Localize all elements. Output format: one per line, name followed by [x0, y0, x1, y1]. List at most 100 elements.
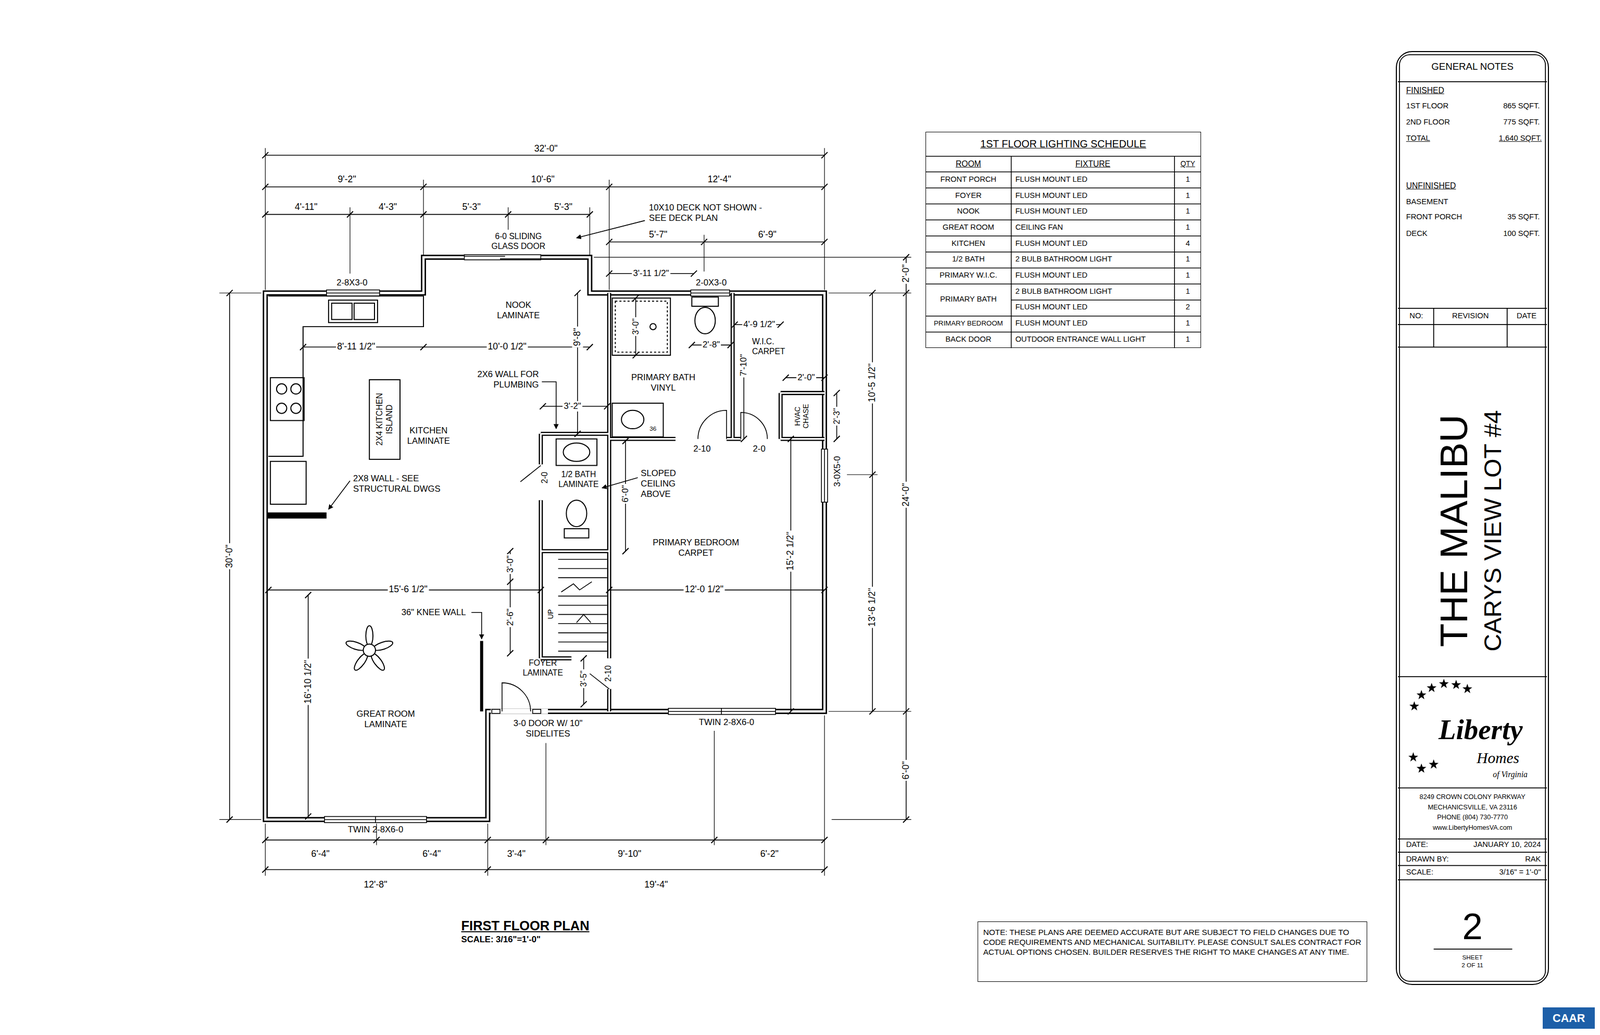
plan-label: 9'-8"	[571, 326, 583, 348]
extension-lines-part	[593, 257, 911, 820]
kitchen-fixtures	[268, 295, 424, 505]
schedule-cell: FIXTURE	[1075, 159, 1111, 170]
schedule-cell: FOYER	[955, 191, 982, 201]
plan-label: 6'-0"	[620, 483, 631, 504]
schedule-cell: NOOK	[957, 206, 980, 217]
plan-label: 5'-3"	[553, 201, 574, 213]
windows-and-doors-part	[326, 292, 380, 294]
plan-label: 2-0	[540, 470, 550, 485]
bath-fixtures-part	[621, 410, 644, 429]
title-block-text: DATE:	[1406, 840, 1429, 850]
plan-label: 5'-3"	[460, 201, 482, 213]
title-block-text: BASEMENT	[1406, 197, 1449, 207]
stair-part	[576, 614, 591, 623]
title-block-text: DECK	[1406, 229, 1428, 239]
windows-and-doors-part	[668, 708, 776, 715]
exterior-walls-part	[265, 257, 825, 820]
plan-label: PRIMARY BATH VINYL	[627, 372, 699, 394]
kitchen-fixtures-part	[270, 461, 307, 505]
logo-stars-part	[1416, 763, 1427, 773]
plan-label: 15'-6 1/2"	[387, 584, 429, 596]
plan-label: 9'-2"	[336, 173, 358, 185]
schedule-cell: QTY	[1180, 159, 1195, 169]
stair	[558, 559, 608, 652]
dimension-lines-part	[790, 439, 792, 712]
title-block-text: 1ST FLOOR	[1406, 101, 1449, 111]
dimension-lines-part	[265, 869, 825, 871]
title-block-text: PHONE (804) 730-7770	[1436, 813, 1508, 822]
title-block-text: THE MALIBU	[1434, 414, 1474, 647]
plan-label: 5'-7"	[647, 229, 669, 241]
kitchen-fixtures-part	[276, 403, 287, 414]
title-block-text: 865 SQFT.	[1503, 101, 1540, 111]
title-block-text: 775 SQFT.	[1503, 117, 1540, 128]
windows-and-doors-part	[490, 708, 548, 715]
windows-and-doors-part	[502, 682, 531, 712]
title-block-text: SCALE:	[1406, 867, 1434, 878]
caar-badge-text: CAAR	[1552, 1007, 1585, 1029]
schedule-cell: 2 BULB BATHROOM LIGHT	[1015, 287, 1112, 297]
title-block-text: of Virginia	[1492, 769, 1528, 780]
plan-label: 3-0 DOOR W/ 10" SIDELITES	[507, 718, 590, 740]
kitchen-fixtures-part	[290, 383, 302, 395]
plan-label: 3'-11 1/2"	[631, 268, 671, 279]
title-block-text: Homes	[1476, 748, 1520, 768]
schedule-cell: 1	[1185, 287, 1190, 297]
plan-label: 4'-3"	[377, 201, 399, 213]
plan-label: 3'-4"	[507, 848, 526, 860]
plan-label: SLOPED CEILING ABOVE	[640, 468, 692, 500]
plan-label: 3'-5"	[578, 669, 589, 689]
windows-and-doors-part	[821, 448, 828, 503]
schedule-cell: 2	[1185, 302, 1190, 312]
schedule-cell: FLUSH MOUNT LED	[1015, 206, 1087, 217]
plan-label: 2X6 WALL FOR PLUMBING	[446, 369, 539, 391]
plan-label: 2-10	[692, 443, 712, 455]
title-block-text: CARYS VIEW LOT #4	[1480, 409, 1506, 652]
plan-label: 1/2 BATH LAMINATE	[555, 469, 603, 490]
plan-label: PRIMARY BEDROOM CARPET	[647, 537, 745, 559]
schedule-cell: PRIMARY BEDROOM	[933, 319, 1004, 328]
plan-label: 12'-4"	[706, 173, 733, 185]
windows-and-doors-part	[740, 412, 768, 440]
logo-stars-part	[1428, 759, 1439, 769]
kitchen-fixtures-part	[276, 383, 287, 395]
plan-label: 10'-5 1/2"	[867, 361, 879, 404]
plan-label: 2'-6"	[505, 607, 516, 628]
plan-label: NOOK LAMINATE	[491, 300, 545, 321]
lighting-table-grid	[925, 156, 1202, 348]
bath-fixtures-part	[691, 296, 719, 307]
schedule-cell: FLUSH MOUNT LED	[1015, 302, 1087, 312]
interior-walls-part	[540, 292, 825, 711]
bath-fixtures-part	[612, 297, 671, 356]
logo-stars-part	[1462, 683, 1473, 694]
windows-and-doors-part	[324, 816, 427, 823]
logo-stars-part	[1451, 679, 1461, 690]
schedule-cell: 1	[1185, 191, 1190, 201]
bath-fixtures-part	[564, 528, 589, 539]
dimension-lines-part	[871, 292, 873, 711]
plan-label: 3'-2"	[562, 401, 583, 412]
title-block-text: www.LibertyHomesVA.com	[1432, 823, 1512, 832]
schedule-cell: BACK DOOR	[945, 335, 992, 345]
ceiling-fan-part	[363, 643, 376, 657]
bath-fixtures	[556, 296, 719, 538]
plan-label: 12'-0 1/2"	[683, 584, 725, 596]
plan-label: 3'-0"	[505, 554, 516, 575]
logo-stars-part	[1426, 682, 1437, 693]
plan-label: 10'-0 1/2"	[486, 341, 528, 353]
plan-label: 2'-0"	[796, 372, 817, 383]
plan-label: FIRST FLOOR PLAN	[461, 917, 590, 934]
bath-fixtures-part	[615, 301, 668, 353]
schedule-cell: 1/2 BATH	[952, 254, 985, 265]
plan-label: 6'-4"	[311, 848, 330, 860]
logo-stars-part	[1408, 752, 1419, 762]
plan-label: W.I.C. CARPET	[752, 336, 793, 357]
extension-lines-part	[265, 147, 825, 290]
schedule-cell: FLUSH MOUNT LED	[1015, 270, 1087, 281]
windows-and-doors-part	[532, 709, 542, 714]
title-block-text: DRAWN BY:	[1406, 854, 1449, 865]
kitchen-fixtures-part	[328, 300, 378, 323]
dimension-lines-part	[577, 292, 579, 434]
extension-lines-part	[265, 715, 825, 877]
plan-label: 6'-4"	[422, 848, 441, 860]
